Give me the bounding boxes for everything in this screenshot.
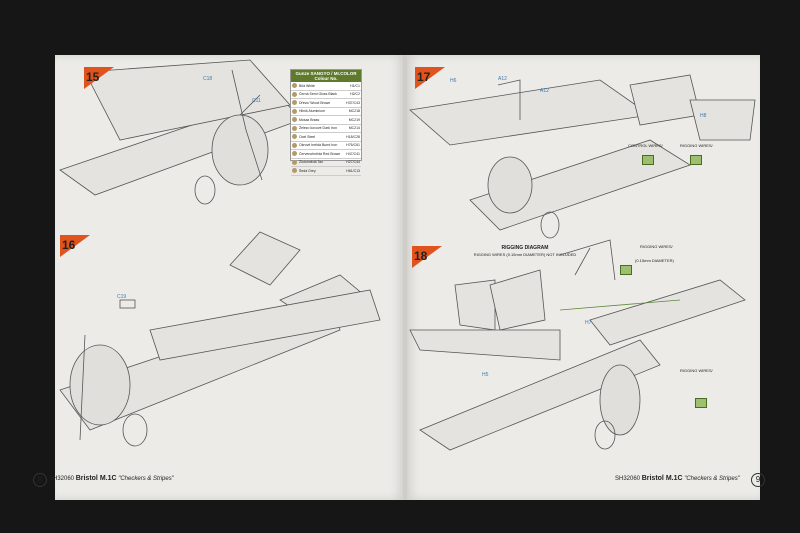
part-label-c18: C18 <box>203 76 213 82</box>
colour-row: Hliník Aluminium MC218 <box>291 108 361 116</box>
colour-name: Hliník Aluminium <box>299 109 325 114</box>
colour-name: Mosaz Brass <box>299 117 320 122</box>
colour-name: Černá Semi Gloss Black <box>299 92 337 97</box>
rigging-wires-label: RIGGING WIRES/ <box>680 368 713 373</box>
part-label-h5: H5 <box>482 372 489 378</box>
colour-name: Šedá Grey <box>299 168 316 173</box>
colour-row: Červenohnědá Red Brown H47/C41 <box>291 150 361 159</box>
step-badge-17: 17 <box>415 67 449 91</box>
colour-swatch <box>292 83 297 89</box>
wire-detail-box <box>695 398 707 408</box>
colour-row: Šedá Grey H61/C13 <box>291 167 361 176</box>
rigging-title: RIGGING DIAGRAM <box>501 245 549 251</box>
wire-detail-box <box>642 155 654 165</box>
footer-subtitle: "Checkers & Stripes" <box>118 476 174 482</box>
colour-code: H61/C13 <box>346 168 360 173</box>
page-number-right: 9 <box>751 473 765 487</box>
colour-swatch <box>292 91 297 97</box>
step-badge-15: 15 <box>84 67 118 91</box>
colour-name: Dřevo/ Wood Brown <box>299 100 331 105</box>
colour-row: Žlutohnědá Tan H27/C44 <box>291 159 361 167</box>
part-label-a12: A12 <box>540 88 549 94</box>
control-wires-label: CONTROL WIRES/ <box>628 143 663 148</box>
part-label-c19: C19 <box>117 294 127 300</box>
colour-name: Červenohnědá Red Brown <box>299 151 341 156</box>
step-number: 15 <box>86 70 100 84</box>
colour-code: H2/C2 <box>350 92 360 97</box>
rigging-wires-label: RIGGING WIRES/ <box>680 143 713 148</box>
part-label-c11: C11 <box>252 98 261 104</box>
footer-title: Bristol M.1C <box>75 475 117 482</box>
colour-row: Bílá White H1/C1 <box>291 82 361 91</box>
part-label-h8: H8 <box>700 113 707 119</box>
colour-name: Bílá White <box>299 83 315 88</box>
colour-code: MC219 <box>348 117 360 122</box>
colour-row: Železo kovové Dark Iron MC214 <box>291 125 361 133</box>
footer-subtitle: "Checkers & Stripes" <box>684 476 740 482</box>
colour-code: H47/C41 <box>346 151 360 156</box>
part-label-a12: A12 <box>498 76 507 82</box>
wire-detail-box <box>620 265 632 275</box>
step-number: 17 <box>417 70 431 84</box>
colour-swatch <box>292 125 297 131</box>
rigging-wires-label: RIGGING WIRES/ <box>640 244 673 249</box>
colour-swatch <box>292 108 297 114</box>
colour-code: MC214 <box>348 126 360 131</box>
colour-row: Dřevo/ Wood Brown H37/C43 <box>291 99 361 108</box>
footer-right: SH32060 Bristol M.1C "Checkers & Stripes… <box>615 475 740 482</box>
footer-left: SH32060 Bristol M.1C "Checkers & Stripes… <box>49 475 174 482</box>
colour-row: Okrově hnědá Burnt Iron H76/C61 <box>291 142 361 150</box>
colour-swatch <box>292 134 297 140</box>
footer-code: SH32060 <box>49 476 75 482</box>
colour-name: Ocel Steel <box>299 134 316 139</box>
page-number-left: 8 <box>33 473 47 487</box>
part-label-h6: H6 <box>450 78 457 84</box>
colour-swatch <box>292 142 297 148</box>
wire-detail-box <box>690 155 702 165</box>
colour-swatch <box>292 168 297 174</box>
colour-name: Žlutohnědá Tan <box>299 160 324 165</box>
part-label-h7: H7 <box>585 320 592 326</box>
colour-code: H18/C28 <box>346 134 360 139</box>
footer-code: SH32060 <box>615 476 641 482</box>
colour-name: Okrově hnědá Burnt Iron <box>299 143 338 148</box>
colour-swatch <box>292 117 297 123</box>
step-badge-18: 18 <box>412 246 446 270</box>
colour-swatch <box>292 159 297 165</box>
colour-swatch <box>292 151 297 157</box>
colour-code: H27/C44 <box>346 160 360 165</box>
colour-code: H37/C43 <box>346 100 360 105</box>
colour-table-header: Gunze SANGYO / Mr.COLOR Colour No. <box>291 70 361 82</box>
colour-row: Černá Semi Gloss Black H2/C2 <box>291 91 361 99</box>
page-spine <box>403 55 407 500</box>
step-number: 18 <box>414 249 428 263</box>
step-badge-16: 16 <box>60 235 94 259</box>
diameter-label: (0.15mm DIAMETER) <box>635 258 674 263</box>
colour-row: Mosaz Brass MC219 <box>291 116 361 125</box>
colour-code: H76/C61 <box>346 143 360 148</box>
step-number: 16 <box>62 238 76 252</box>
colour-table: Gunze SANGYO / Mr.COLOR Colour No. Bílá … <box>290 69 362 176</box>
colour-row: Ocel Steel H18/C28 <box>291 133 361 142</box>
footer-title: Bristol M.1C <box>641 475 683 482</box>
colour-swatch <box>292 100 297 106</box>
colour-name: Železo kovové Dark Iron <box>299 126 337 131</box>
colour-code: MC218 <box>348 109 360 114</box>
colour-code: H1/C1 <box>350 83 360 88</box>
rigging-subtitle: RIGGING WIRES (0.15mm DIAMETER) NOT INCL… <box>473 252 577 257</box>
